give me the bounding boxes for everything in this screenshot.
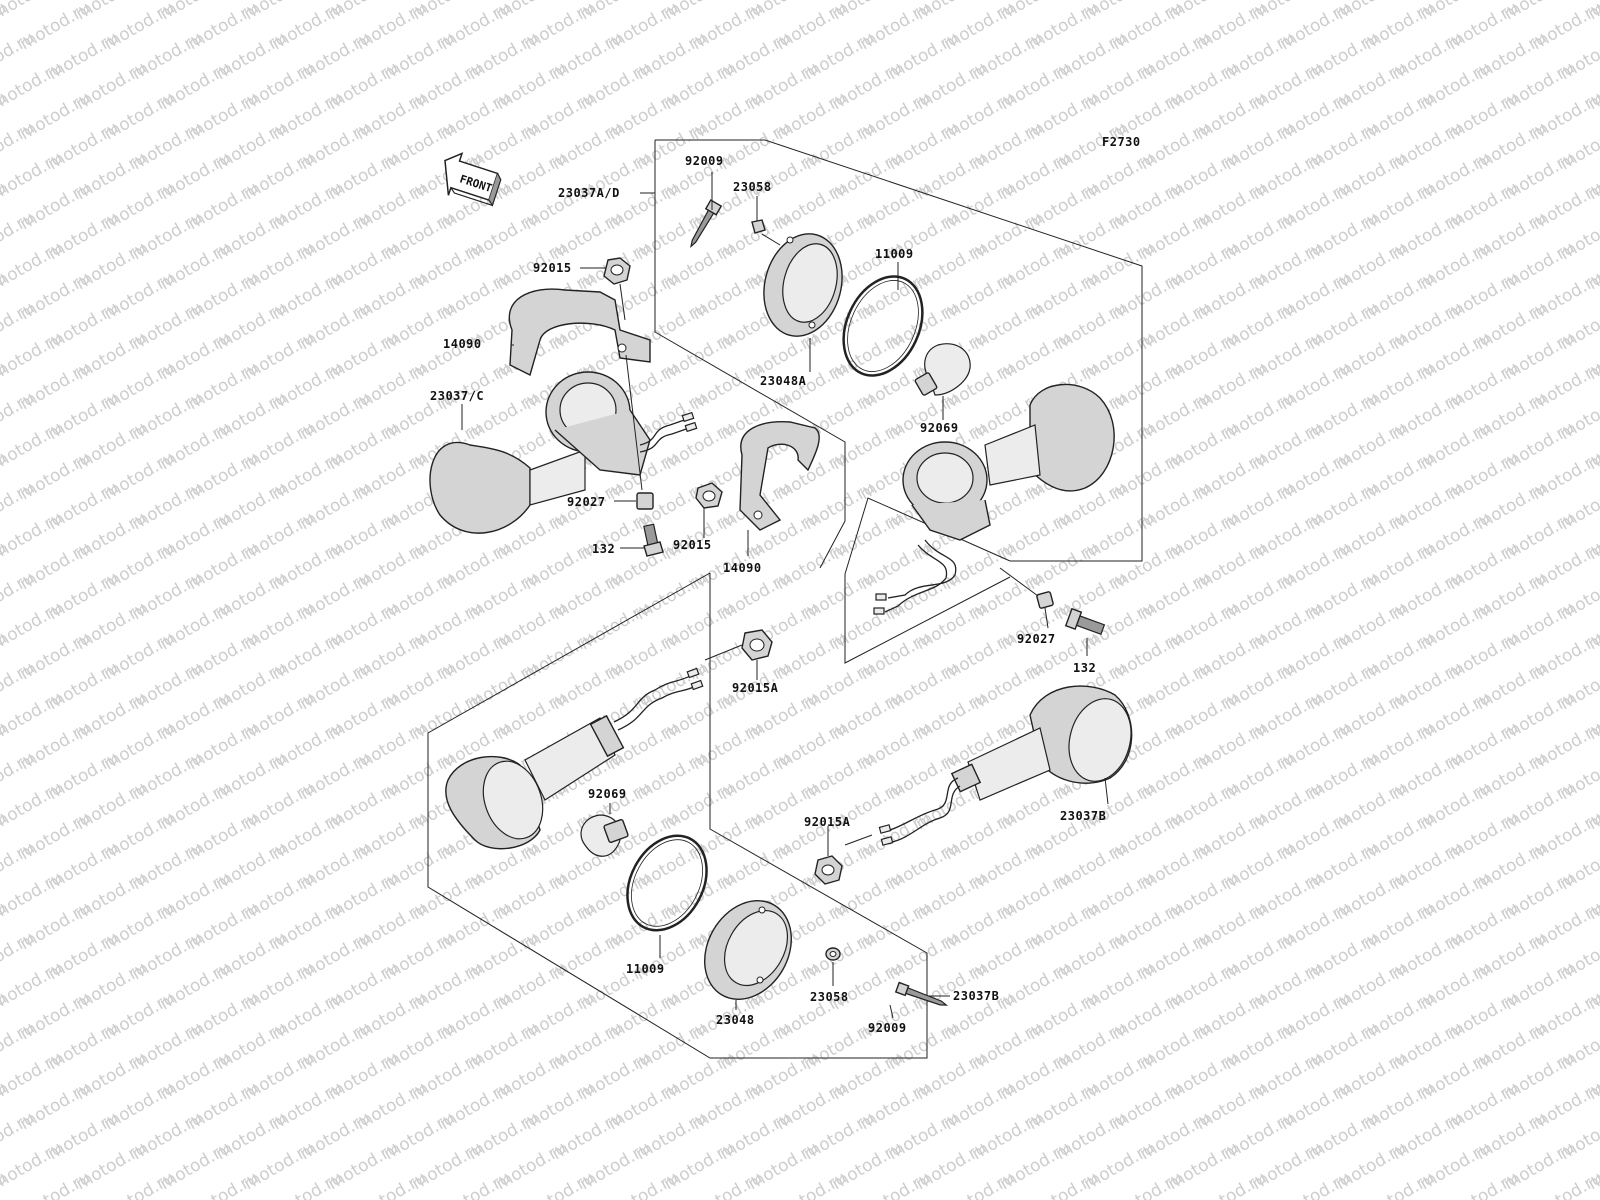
washer-23058-bottom xyxy=(825,947,841,961)
bolt-132-left xyxy=(643,523,664,557)
label-92009-top: 92009 xyxy=(685,154,724,168)
label-23058-top: 23058 xyxy=(733,180,772,194)
label-92069-bottom: 92069 xyxy=(588,787,627,801)
lens-cover-23048 xyxy=(703,900,793,1000)
label-92009-bottom: 92009 xyxy=(868,1021,907,1035)
label-23048A: 23048A xyxy=(760,374,807,388)
spacer-92027-right xyxy=(1036,591,1054,609)
figure-code: F2730 xyxy=(1102,135,1141,149)
label-132-right: 132 xyxy=(1073,661,1096,675)
label-14090-mid: 14090 xyxy=(723,561,762,575)
label-92027-right: 92027 xyxy=(1017,632,1056,646)
label-92015A-top: 92015A xyxy=(732,681,779,695)
label-11009-top: 11009 xyxy=(875,247,914,261)
label-14090-left: 14090 xyxy=(443,337,482,351)
label-11009-bottom: 11009 xyxy=(626,962,665,976)
label-92069-top: 92069 xyxy=(920,421,959,435)
label-23037B-right: 23037B xyxy=(1060,809,1106,823)
label-23058-bottom: 23058 xyxy=(810,990,849,1004)
spacer-92027-left xyxy=(636,492,654,510)
washer-23058-top xyxy=(751,219,766,234)
label-23037C: 23037/C xyxy=(430,389,484,403)
label-92015-mid: 92015 xyxy=(673,538,712,552)
label-92015-top: 92015 xyxy=(533,261,572,275)
label-132-left: 132 xyxy=(592,542,615,556)
label-23037B-bottom: 23037B xyxy=(953,989,999,1003)
label-23048: 23048 xyxy=(716,1013,755,1027)
label-92027-left: 92027 xyxy=(567,495,606,509)
label-23037AD: 23037A/D xyxy=(558,186,620,200)
label-92015A-bottom: 92015A xyxy=(804,815,851,829)
